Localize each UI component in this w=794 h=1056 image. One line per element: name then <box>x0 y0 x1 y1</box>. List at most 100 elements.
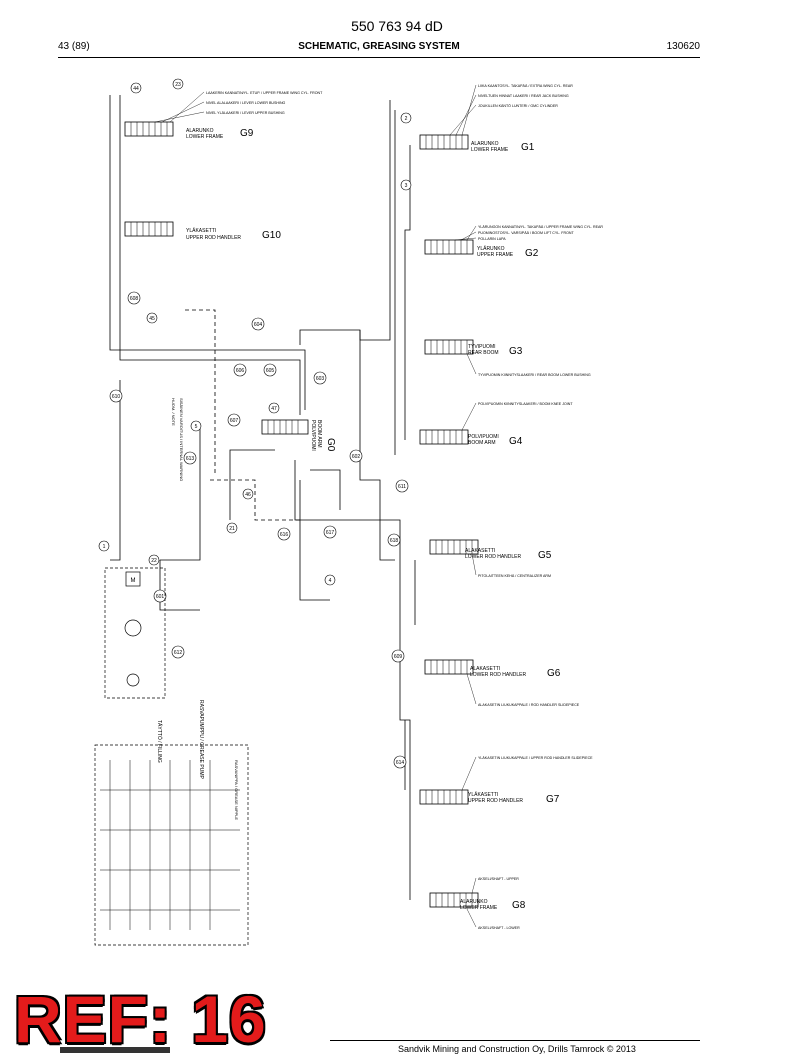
brand-logo <box>60 1047 170 1053</box>
circle-618: 618 <box>387 533 401 547</box>
svg-text:3: 3 <box>405 183 408 189</box>
g6-code: G6 <box>547 668 561 679</box>
leader-lines <box>154 84 477 928</box>
svg-text:611: 611 <box>398 484 406 490</box>
svg-text:607: 607 <box>230 418 239 424</box>
g5-label-0: PITOLAITTEEN KEHÄ / CENTRALIZER ARM <box>478 574 551 578</box>
circle-613: 613 <box>183 451 197 465</box>
svg-text:1: 1 <box>103 544 106 550</box>
block-g0: G0 POLVIPUOMI BOOM ARM <box>261 419 336 452</box>
svg-text:603: 603 <box>316 376 325 382</box>
svg-text:608: 608 <box>130 296 139 302</box>
circle-609: 609 <box>391 649 405 663</box>
g10-name-en: UPPER ROD HANDLER <box>186 235 241 241</box>
g5-name-en: LOWER ROD HANDLER <box>465 554 522 560</box>
g7-code: G7 <box>546 794 560 805</box>
circle-604: 604 <box>251 317 265 331</box>
g3-label-0: TYVIPUOMIN KIINNITYSLAAKERI / REAR BOOM … <box>478 373 591 377</box>
svg-text:612: 612 <box>174 650 183 656</box>
g1-name-en: LOWER FRAME <box>471 147 509 153</box>
g10-name-fi: YLÄKASETTI <box>186 227 216 234</box>
circle-1: 1 <box>98 540 110 552</box>
g6-label-0: ALAKASETIN LIUKUKAPPALE / ROD HANDLER SL… <box>478 703 580 707</box>
svg-text:601: 601 <box>156 594 165 600</box>
svg-text:614: 614 <box>396 760 405 766</box>
pump-label: RASVAPUMPPU / GREASE PUMP <box>198 700 204 779</box>
g9-code: G9 <box>240 128 254 139</box>
circle-44: 44 <box>130 82 142 94</box>
g8-name-en: LOWER FRAME <box>460 905 498 911</box>
circle-5: 5 <box>190 420 202 432</box>
svg-text:618: 618 <box>390 538 399 544</box>
g9-name-fi: ALARUNKO <box>186 128 214 134</box>
svg-text:21: 21 <box>229 526 235 532</box>
g2-name-en: UPPER FRAME <box>477 252 514 258</box>
g6-name-en: LOWER ROD HANDLER <box>470 672 527 678</box>
circle-45: 45 <box>146 312 158 324</box>
svg-text:605: 605 <box>266 368 275 374</box>
block-g8: ALARUNKO LOWER FRAME G8 <box>429 892 526 911</box>
circle-3: 3 <box>400 179 412 191</box>
g2-label-1: PUOMINOSTOSYL. VARSIPÄÄ / BOOM LIFT CYL.… <box>478 231 574 235</box>
g4-name-en: BOOM ARM <box>468 440 496 446</box>
grease-legend: RASVANIPPA / GREASE NIPPLE <box>94 744 249 946</box>
g0-name-fi: POLVIPUOMI <box>310 420 316 451</box>
circle-22: 22 <box>148 554 160 566</box>
svg-text:46: 46 <box>245 492 251 498</box>
circle-21: 21 <box>226 522 238 534</box>
footer-divider <box>330 1040 700 1041</box>
g0-name-en: BOOM ARM <box>316 420 322 448</box>
g4-label-0: POLVIPUOMIN KIINNITYSLAAKERI / BOOM KNEE… <box>478 402 573 406</box>
pump-motor-label: M <box>131 578 136 584</box>
header-row: 43 (89) SCHEMATIC, GREASING SYSTEM 13062… <box>58 41 700 55</box>
g7-name-fi: YLÄKASETTI <box>468 791 498 798</box>
svg-text:23: 23 <box>175 82 181 88</box>
circle-2: 2 <box>400 112 412 124</box>
circle-616: 616 <box>277 527 291 541</box>
grease-pump-unit: M TÄYTTÖ / FILLING RASVAPUMPPU / GREASE … <box>104 567 204 779</box>
g3-code: G3 <box>509 346 523 357</box>
svg-text:4: 4 <box>329 578 332 584</box>
svg-text:606: 606 <box>236 368 245 374</box>
g1-label-1: NIVELTUEN HINNAT LAAKERI / REAR JACK BUS… <box>478 94 569 98</box>
g9-label-0: LAAKERIN KANNATIN/YL. ETUP. / UPPER FRAM… <box>206 91 323 95</box>
circle-602: 602 <box>349 449 363 463</box>
header-divider <box>58 57 700 58</box>
block-g5: ALAKASETTI LOWER ROD HANDLER G5 <box>429 539 552 561</box>
g0-code: G0 <box>325 438 336 452</box>
block-g6: ALAKASETTI LOWER ROD HANDLER G6 <box>424 659 561 679</box>
block-g7: YLÄKASETTI UPPER ROD HANDLER G7 <box>419 789 560 805</box>
g9-label-2: NIVEL YLÄLAAKERI / LEVER UPPER BUSHING <box>206 111 285 115</box>
svg-text:45: 45 <box>149 316 155 322</box>
circle-labels: 1 2 3 4 5 21 22 23 44 45 46 47 601 602 6… <box>98 78 412 769</box>
g10-code: G10 <box>262 230 281 241</box>
svg-text:604: 604 <box>254 322 263 328</box>
warning-notes: HUOM. / NOTE SISÄINEN VAROITUS / INTERNA… <box>171 398 184 481</box>
g1-code: G1 <box>521 142 535 153</box>
circle-610: 610 <box>109 389 123 403</box>
block-g10: YLÄKASETTI UPPER ROD HANDLER G10 <box>124 221 281 241</box>
svg-text:610: 610 <box>112 394 121 400</box>
block-g9: ALARUNKO LOWER FRAME G9 <box>124 121 254 140</box>
circle-611: 611 <box>395 479 409 493</box>
block-g1: ALARUNKO LOWER FRAME G1 <box>419 134 535 153</box>
ref-stamp: REF: 16 <box>14 982 267 1056</box>
g2-label-2: POLLARIN LAPA <box>478 237 506 241</box>
g2-code: G2 <box>525 248 539 259</box>
svg-text:22: 22 <box>151 558 157 564</box>
filling-label: TÄYTTÖ / FILLING <box>156 720 163 763</box>
g7-label-0: YLÄKASETIN LIUKUKAPPALE / UPPER ROD HAND… <box>478 756 593 760</box>
warning-line-1: SISÄINEN VAROITUS / INTERNAL WARNING <box>179 398 184 481</box>
g1-label-0: LIIKA KAANTOSYL. TAKAPÄÄ / EXTRA WING CY… <box>478 84 573 88</box>
circle-608: 608 <box>127 291 141 305</box>
svg-text:613: 613 <box>186 456 195 462</box>
g9-name-en: LOWER FRAME <box>186 134 224 140</box>
g3-name-fi: TYVIPUOMI <box>468 344 496 350</box>
page-number: 43 (89) <box>58 41 90 52</box>
svg-text:602: 602 <box>352 454 361 460</box>
g4-name-fi: POLVIPUOMI <box>468 434 499 440</box>
circle-606: 606 <box>233 363 247 377</box>
svg-text:47: 47 <box>271 406 277 412</box>
circle-46: 46 <box>242 488 254 500</box>
g8-label-0: AKSELI/SHAFT - UPPER <box>478 877 519 881</box>
